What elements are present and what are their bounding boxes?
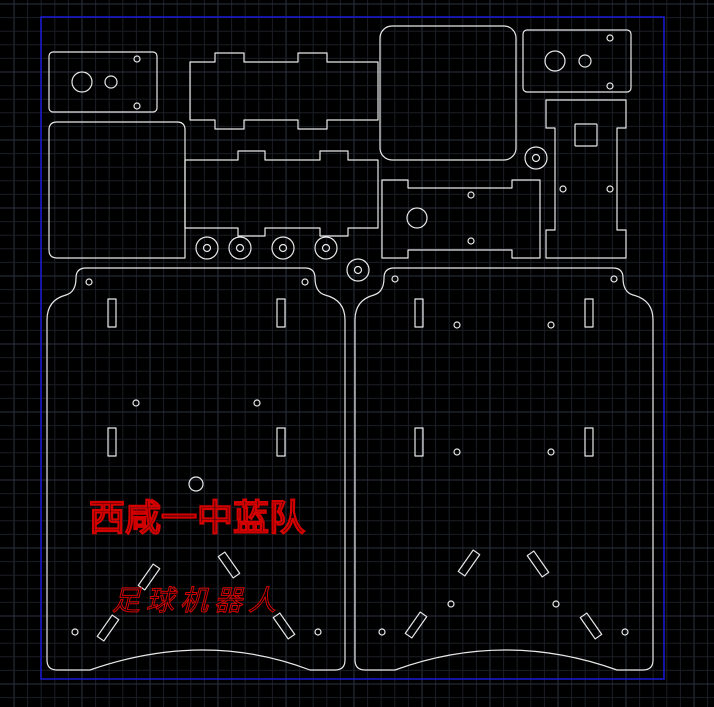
sheet-boundary-frame — [40, 16, 665, 680]
slotted-bar-middle — [184, 150, 379, 237]
washer — [228, 236, 252, 260]
small-plate-top-left — [48, 51, 158, 113]
vertical-bracket-right — [545, 99, 627, 259]
washer — [346, 258, 370, 282]
washer-row — [195, 146, 548, 282]
base-plate-right — [354, 267, 654, 671]
slotted-bracket-center — [381, 179, 541, 259]
washer — [314, 236, 338, 260]
slotted-bar-upper — [189, 52, 379, 130]
base-plate-left — [46, 267, 346, 671]
washer — [271, 236, 295, 260]
small-plate-top-right — [522, 29, 632, 93]
rounded-plate-left-mid — [48, 121, 186, 259]
washer — [524, 146, 548, 170]
team-name-label: 西咸一中蓝队 — [89, 498, 306, 539]
subtitle-label: 足球机器人 — [112, 584, 282, 617]
washer — [195, 236, 219, 260]
rounded-plate-top-center — [379, 25, 517, 161]
